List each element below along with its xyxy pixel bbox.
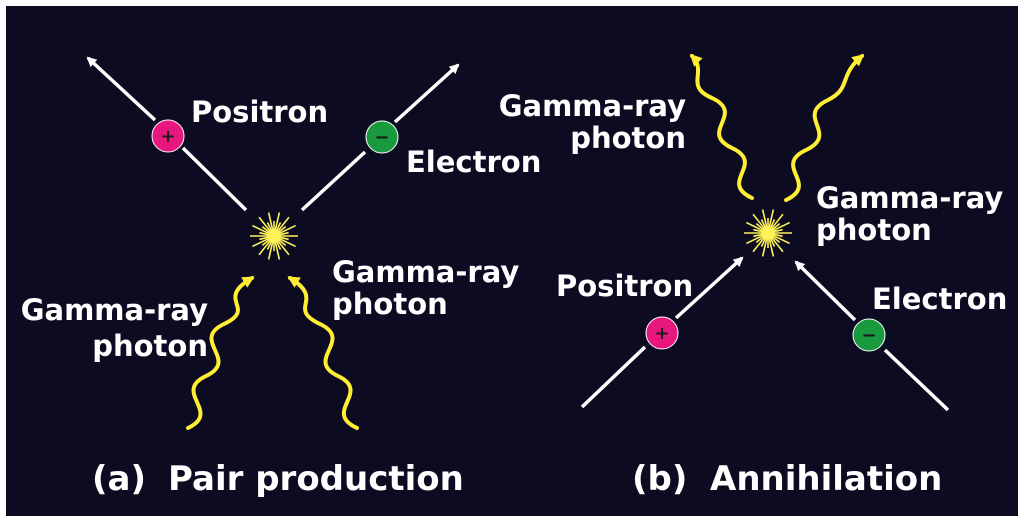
photon-label-a-left-line2: photon xyxy=(92,329,208,363)
burst-ray xyxy=(274,238,282,250)
burst-ray xyxy=(275,216,290,235)
caption-letter-b: (b) xyxy=(632,459,687,499)
caption-letter-a: (a) xyxy=(92,459,146,499)
burst-ray xyxy=(770,221,790,233)
electron-label-b: Electron xyxy=(872,282,1007,316)
gamma-photon-wave-b-right xyxy=(784,54,865,202)
burst-ray xyxy=(267,212,275,234)
burst-ray xyxy=(761,235,769,257)
burst-ray xyxy=(275,237,290,256)
burst-ray xyxy=(258,237,273,256)
burst-ray xyxy=(760,219,768,231)
gamma-photon-wave-a-left xyxy=(186,276,255,430)
burst-ray xyxy=(252,224,272,236)
burst-ray xyxy=(769,234,781,243)
burst-ray xyxy=(266,238,274,250)
electron-sign-a: − xyxy=(374,127,389,148)
electron-arrow-a xyxy=(393,63,460,124)
burst-ray xyxy=(769,223,781,232)
positron-sign-a: + xyxy=(160,126,175,147)
burst-ray xyxy=(276,224,296,236)
burst-ray xyxy=(760,235,768,247)
photon-label-b-left-line1: Gamma-ray xyxy=(499,89,686,123)
photon-label-a-left-line1: Gamma-ray xyxy=(21,293,208,327)
burst-core xyxy=(763,228,773,238)
burst-ray xyxy=(755,223,767,232)
burst-ray xyxy=(273,238,281,260)
positron-label-b: Positron xyxy=(556,269,693,303)
positron-track-b-inner xyxy=(580,345,647,409)
burst-ray xyxy=(752,213,767,232)
burst-core xyxy=(269,231,279,241)
burst-ray xyxy=(768,219,776,231)
electron-arrow-b xyxy=(794,260,857,322)
electron-track-a-inner xyxy=(300,150,367,212)
gamma-photon-wave-a-right xyxy=(287,276,359,430)
gamma-photon-wave-b-left xyxy=(689,53,754,200)
photon-label-a-right-line1: Gamma-ray xyxy=(332,255,519,289)
burst-ray xyxy=(770,233,790,245)
electron-particle-a xyxy=(365,120,399,154)
photon-label-b-left-line2: photon xyxy=(570,121,686,155)
photon-label-b-right-line1: Gamma-ray xyxy=(816,181,1003,215)
burst-ray xyxy=(746,221,766,233)
burst-ray xyxy=(273,212,281,234)
burst-ray xyxy=(266,222,274,234)
burst-ray xyxy=(761,209,769,231)
burst-ray xyxy=(755,234,767,243)
electron-sign-b: − xyxy=(861,325,876,346)
photon-label-b-right-line2: photon xyxy=(816,213,932,247)
electron-track-b-inner xyxy=(883,348,950,412)
burst-ray xyxy=(768,235,776,247)
positron-label-a: Positron xyxy=(191,95,328,129)
diagram-background xyxy=(6,6,1018,516)
burst-ray xyxy=(769,213,784,232)
burst-ray xyxy=(746,233,766,245)
interaction-burst-b xyxy=(744,209,792,257)
positron-particle-a xyxy=(151,119,185,153)
caption-title-b: Annihilation xyxy=(710,459,942,499)
burst-ray xyxy=(767,235,775,257)
positron-arrow-b xyxy=(674,256,744,320)
burst-ray xyxy=(258,216,273,235)
panel-b-annihilation: + − Gamma-ray photon Gamma-ray photon Po… xyxy=(499,53,1007,499)
positron-sign-b: + xyxy=(654,323,669,344)
burst-ray xyxy=(752,234,767,253)
positron-track-a-inner xyxy=(181,146,248,212)
electron-label-a: Electron xyxy=(406,145,541,179)
photon-label-a-right-line2: photon xyxy=(332,287,448,321)
burst-ray xyxy=(276,236,296,248)
interaction-burst-a xyxy=(250,212,298,260)
burst-ray xyxy=(274,222,282,234)
burst-ray xyxy=(267,238,275,260)
positron-particle-b xyxy=(645,316,679,350)
electron-particle-b xyxy=(852,318,886,352)
caption-title-a: Pair production xyxy=(168,459,464,499)
burst-ray xyxy=(769,234,784,253)
positron-arrow-a xyxy=(86,56,157,122)
burst-ray xyxy=(252,236,272,248)
burst-ray xyxy=(767,209,775,231)
panel-a-pair-production: + − Positron Electron Gamma-ray photon G… xyxy=(21,56,541,499)
